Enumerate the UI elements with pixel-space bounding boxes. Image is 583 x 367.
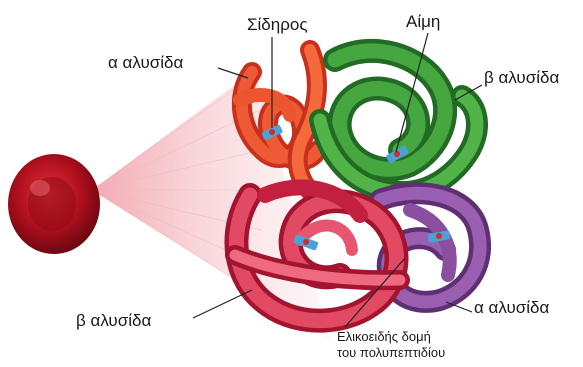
red-blood-cell xyxy=(8,154,100,254)
beta-chain-bottom-label: β αλυσίδα xyxy=(76,311,151,331)
alpha-chain-bottom-label: α αλυσίδα xyxy=(474,298,549,318)
alpha-chain-top-label: α αλυσίδα xyxy=(108,53,183,73)
beta-bottom-leader xyxy=(193,290,252,318)
beta-chain-top xyxy=(320,51,477,192)
heme-label: Αίμη xyxy=(406,12,440,32)
helix-structure-label-line1: Ελικοειδής δομή xyxy=(337,329,431,344)
beta-chain-top-label: β αλυσίδα xyxy=(484,68,559,88)
helix-structure-label-line2: του πολυπεπτιδίου xyxy=(337,345,445,360)
iron-label: Σίδηρος xyxy=(247,15,308,35)
